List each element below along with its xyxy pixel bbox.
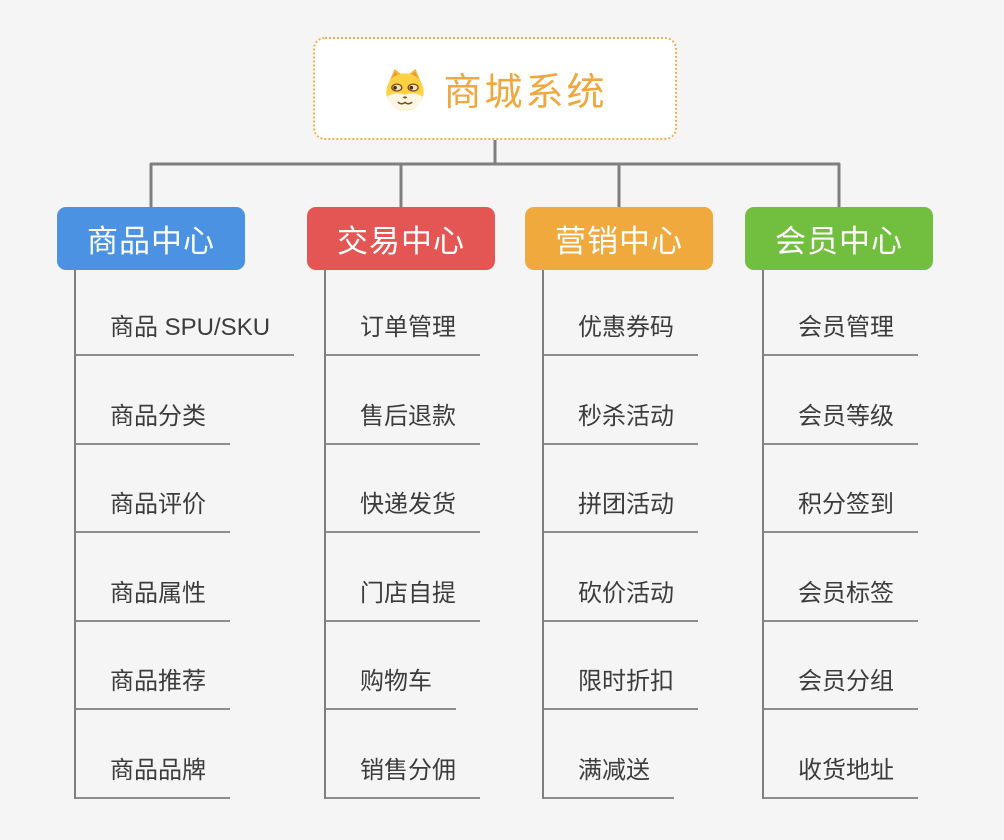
leaf-node: 会员分组 xyxy=(764,622,918,710)
leaf-node-label[interactable]: 秒杀活动 xyxy=(544,396,698,445)
root-node[interactable]: 商城系统 xyxy=(313,37,677,140)
leaf-node-label[interactable]: 砍价活动 xyxy=(544,573,698,622)
leaf-node-label[interactable]: 门店自提 xyxy=(326,573,480,622)
leaf-node-label[interactable]: 限时折扣 xyxy=(544,661,698,710)
leaf-node: 拼团活动 xyxy=(544,445,698,533)
leaf-node-label[interactable]: 快递发货 xyxy=(326,484,480,533)
branch-node-marketing-center[interactable]: 营销中心 xyxy=(525,207,713,270)
leaf-node-label[interactable]: 商品 SPU/SKU xyxy=(76,307,295,356)
branch-children-marketing-center: 优惠券码秒杀活动拼团活动砍价活动限时折扣满减送 xyxy=(542,270,698,799)
leaf-node: 积分签到 xyxy=(764,445,918,533)
leaf-node: 商品 SPU/SKU xyxy=(76,270,295,356)
branch-node-label: 会员中心 xyxy=(775,224,903,259)
leaf-node-label[interactable]: 商品品牌 xyxy=(76,750,230,799)
leaf-node-label[interactable]: 销售分佣 xyxy=(326,750,480,799)
leaf-node: 购物车 xyxy=(326,622,480,710)
branch-children-member-center: 会员管理会员等级积分签到会员标签会员分组收货地址 xyxy=(762,270,918,799)
leaf-node-label[interactable]: 商品评价 xyxy=(76,484,230,533)
root-node-title: 商城系统 xyxy=(443,72,608,114)
leaf-node: 满减送 xyxy=(544,710,698,799)
leaf-node-label[interactable]: 商品分类 xyxy=(76,396,230,445)
leaf-node: 砍价活动 xyxy=(544,533,698,622)
branch-node-label: 商品中心 xyxy=(87,224,215,259)
leaf-node: 商品评价 xyxy=(76,445,294,533)
leaf-node: 秒杀活动 xyxy=(544,356,698,445)
branch-children-product-center: 商品 SPU/SKU 商品分类商品评价商品属性商品推荐商品品牌 xyxy=(74,270,295,799)
leaf-node-label[interactable]: 商品属性 xyxy=(76,573,230,622)
leaf-node-label[interactable]: 优惠券码 xyxy=(544,307,698,356)
leaf-node: 收货地址 xyxy=(764,710,918,799)
leaf-node-label[interactable]: 售后退款 xyxy=(326,396,480,445)
branch-children-trade-center: 订单管理售后退款快递发货门店自提购物车销售分佣 xyxy=(324,270,480,799)
leaf-node-label[interactable]: 积分签到 xyxy=(764,484,918,533)
leaf-node-label[interactable]: 会员管理 xyxy=(764,307,918,356)
branch-node-label: 交易中心 xyxy=(337,224,465,259)
leaf-node: 会员等级 xyxy=(764,356,918,445)
leaf-node-label[interactable]: 收货地址 xyxy=(764,750,918,799)
leaf-node: 会员管理 xyxy=(764,270,918,356)
dog-face-icon xyxy=(386,68,425,111)
leaf-node: 商品分类 xyxy=(76,356,294,445)
leaf-node-label[interactable]: 订单管理 xyxy=(326,307,480,356)
leaf-node-label[interactable]: 满减送 xyxy=(544,750,674,799)
leaf-node-label[interactable]: 拼团活动 xyxy=(544,484,698,533)
branch-node-label: 营销中心 xyxy=(555,224,683,259)
branch-node-product-center[interactable]: 商品中心 xyxy=(57,207,245,270)
leaf-node-label[interactable]: 会员标签 xyxy=(764,573,918,622)
leaf-node: 商品品牌 xyxy=(76,710,294,799)
leaf-node-label[interactable]: 商品推荐 xyxy=(76,661,230,710)
leaf-node: 限时折扣 xyxy=(544,622,698,710)
leaf-node: 门店自提 xyxy=(326,533,480,622)
branch-node-member-center[interactable]: 会员中心 xyxy=(745,207,933,270)
leaf-node: 会员标签 xyxy=(764,533,918,622)
leaf-node: 商品属性 xyxy=(76,533,294,622)
leaf-node: 售后退款 xyxy=(326,356,480,445)
leaf-node: 优惠券码 xyxy=(544,270,698,356)
leaf-node: 销售分佣 xyxy=(326,710,480,799)
leaf-node-label[interactable]: 会员分组 xyxy=(764,661,918,710)
leaf-node: 商品推荐 xyxy=(76,622,294,710)
branch-node-trade-center[interactable]: 交易中心 xyxy=(307,207,495,270)
leaf-node-label[interactable]: 购物车 xyxy=(326,661,456,710)
leaf-node: 订单管理 xyxy=(326,270,480,356)
leaf-node-label[interactable]: 会员等级 xyxy=(764,396,918,445)
leaf-node: 快递发货 xyxy=(326,445,480,533)
